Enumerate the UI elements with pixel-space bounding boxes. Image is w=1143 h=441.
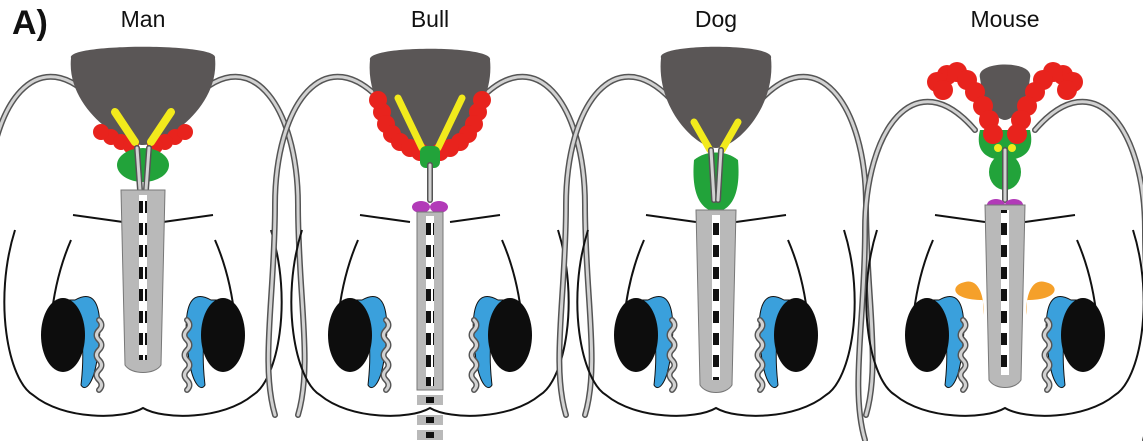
prostate <box>693 153 738 213</box>
bulbourethral-gland-right <box>430 201 448 213</box>
bladder <box>71 47 216 145</box>
testis-left <box>328 298 372 372</box>
testis-right <box>1061 298 1105 372</box>
ampulla-left <box>994 144 1002 152</box>
pelvic-line-right <box>1025 215 1075 222</box>
testis-right <box>774 298 818 372</box>
anatomy-mouse <box>858 62 1143 440</box>
vas-deferens-left-inner <box>268 77 385 415</box>
pelvic-line-right <box>450 215 500 222</box>
testis-right <box>488 298 532 372</box>
seminal-vesicle-lobe-right-8 <box>1057 80 1077 100</box>
pelvic-line-right <box>736 215 786 222</box>
urethra-segment-2 <box>426 432 434 438</box>
seminal-vesicle-lobe-left-6 <box>369 91 387 109</box>
seminal-vesicle-lobe-right-3 <box>177 124 193 140</box>
urethra-segment-1 <box>426 417 434 423</box>
seminal-vesicle-lobe-right-6 <box>1007 124 1027 144</box>
seminal-vesicle-lobe-left-6 <box>983 124 1003 144</box>
anatomy-dog <box>559 47 872 416</box>
anatomy-man <box>0 47 305 416</box>
pelvic-line-left <box>646 215 696 222</box>
pelvic-line-left <box>935 215 985 222</box>
urethra <box>1001 210 1009 375</box>
urethra <box>139 195 147 360</box>
bulbourethral-gland-left <box>412 201 430 213</box>
vas-deferens-right-inner <box>475 77 592 415</box>
urethra <box>712 215 720 380</box>
seminal-vesicle-lobe-left-8 <box>933 80 953 100</box>
seminal-vesicle-lobe-right-6 <box>473 91 491 109</box>
testis-left <box>905 298 949 372</box>
pelvic-line-right <box>163 215 213 222</box>
anatomy-bull <box>268 49 591 440</box>
vas-deferens-left-inner <box>858 102 975 440</box>
urethra <box>426 216 434 386</box>
testis-left <box>614 298 658 372</box>
testis-left <box>41 298 85 372</box>
pelvic-line-left <box>360 215 410 222</box>
prostate <box>117 148 169 182</box>
urethra-segment-0 <box>426 397 434 403</box>
ampulla-right <box>1008 144 1016 152</box>
seminal-vesicle-lobe-left-3 <box>93 124 109 140</box>
pelvic-line-left <box>73 215 123 222</box>
bladder <box>661 47 772 148</box>
testis-right <box>201 298 245 372</box>
